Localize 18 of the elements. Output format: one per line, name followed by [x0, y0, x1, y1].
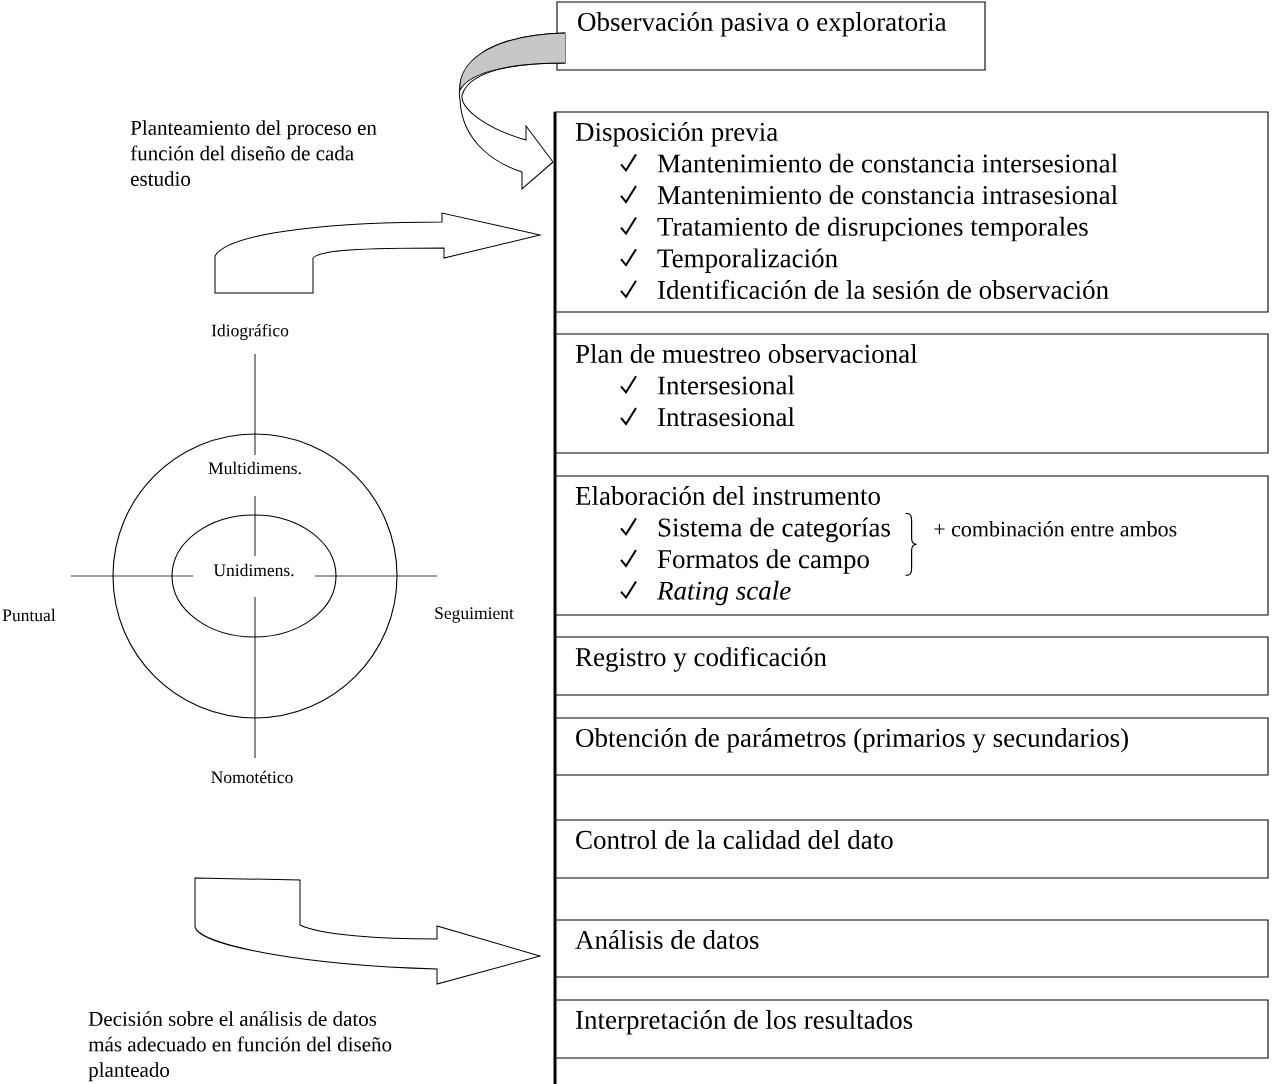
step-box: Elaboración del instrumento Sistema de categorías + combinación entre ambos Formatos de campo Rating scale: [554, 475, 1269, 616]
step-box: Disposición previa Mantenimiento de constancia intersesional Mantenimiento de constancia intrasesional Tratamiento de disrupciones temporales Temporalización Identificación de la sesión de observación: [554, 111, 1269, 313]
note-text: Seguimient: [435, 607, 514, 623]
note-text: Planteamiento del proceso en función del diseño de cada estudio: [130, 120, 377, 186]
note-text: Idiográfico: [211, 323, 289, 341]
block-arrow: [214, 212, 541, 294]
block-arrow: [194, 877, 541, 985]
curved-block-arrow: [458, 32, 566, 190]
step-box: Plan de muestreo observacional Intersesional Intrasesional: [554, 333, 1269, 454]
step-box: Análisis de datos: [554, 919, 1269, 978]
note-text: Decisión sobre el análisis de datos más adecuado en función del diseño planteado: [88, 1011, 392, 1082]
step-box: Obtención de parámetros (primarios y secundarios): [554, 717, 1269, 776]
step-box: Control de la calidad del dato: [554, 819, 1269, 879]
step-box: Observación pasiva o exploratoria: [556, 1, 986, 71]
note-text: Puntual: [2, 608, 56, 622]
step-box: Interpretación de los resultados: [554, 999, 1269, 1059]
note-text: Nomotético: [211, 770, 293, 784]
step-box: Registro y codificación: [554, 636, 1269, 696]
